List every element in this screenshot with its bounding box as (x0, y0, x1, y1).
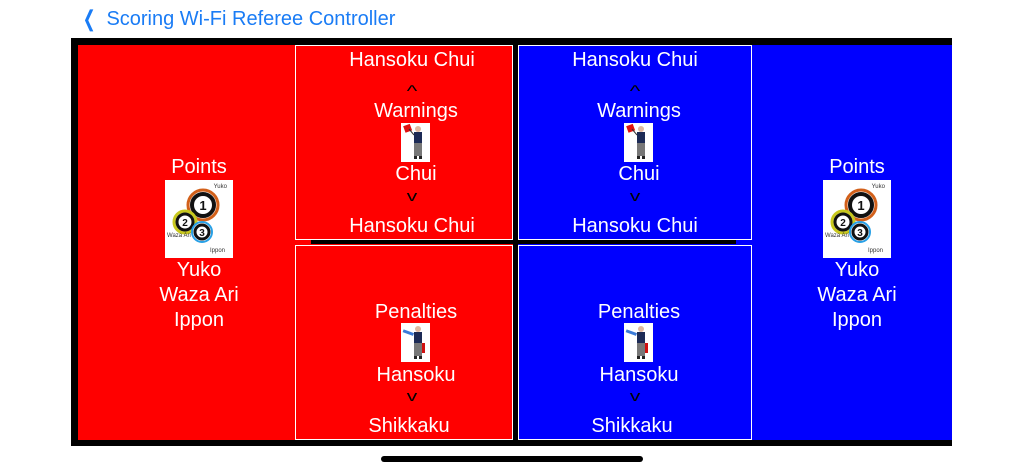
blue-warnings-current: Chui (618, 163, 660, 185)
blue-points-image: 1 2 3 Yuko Waza Ari Ippon (823, 180, 891, 258)
red-warnings-up-icon[interactable]: ^ (406, 83, 418, 100)
blue-warnings-down-icon[interactable]: v (629, 188, 641, 205)
red-points-line: Waza Ari (159, 284, 239, 306)
blue-points-title: Points (829, 156, 885, 178)
red-points-line: Yuko (176, 259, 222, 281)
blue-warnings-top[interactable]: Hansoku Chui (572, 49, 698, 71)
svg-text:Yuko: Yuko (872, 184, 886, 190)
red-penalties-title: Penalties (374, 301, 458, 323)
svg-text:2: 2 (182, 218, 188, 229)
back-button[interactable]: ❮ Scoring Wi-Fi Referee Controller (80, 6, 396, 32)
red-warnings-bottom[interactable]: Hansoku Chui (349, 215, 475, 237)
blue-points-line: Ippon (831, 309, 883, 331)
svg-text:Waza Ari: Waza Ari (167, 233, 191, 239)
svg-text:Ippon: Ippon (868, 248, 883, 254)
home-indicator[interactable] (381, 456, 643, 462)
red-divider (311, 240, 513, 244)
red-penalties-image (401, 323, 430, 362)
blue-penalties-bottom[interactable]: Shikkaku (591, 415, 673, 437)
blue-penalties-image (624, 323, 653, 362)
svg-text:Waza Ari: Waza Ari (825, 233, 849, 239)
red-points-image: 1 2 3 Yuko Waza Ari Ippon (165, 180, 233, 258)
blue-divider (518, 240, 736, 244)
red-penalties-down-icon[interactable]: v (406, 388, 418, 405)
red-points-line: Ippon (173, 309, 225, 331)
chevron-left-icon: ❮ (82, 6, 96, 31)
red-penalties-current: Hansoku (376, 364, 456, 386)
red-warnings-down-icon[interactable]: v (406, 188, 418, 205)
blue-points-line: Yuko (834, 259, 880, 281)
svg-text:2: 2 (840, 218, 846, 229)
blue-penalties-title: Penalties (597, 301, 681, 323)
svg-text:3: 3 (857, 228, 863, 239)
blue-points-line: Waza Ari (817, 284, 897, 306)
red-warnings-image (401, 123, 430, 162)
svg-text:3: 3 (199, 228, 205, 239)
blue-penalties-down-icon[interactable]: v (629, 388, 641, 405)
svg-text:1: 1 (199, 198, 206, 213)
red-warnings-top[interactable]: Hansoku Chui (349, 49, 475, 71)
blue-warnings-image (624, 123, 653, 162)
red-points-title: Points (171, 156, 227, 178)
blue-warnings-bottom[interactable]: Hansoku Chui (572, 215, 698, 237)
svg-text:1: 1 (857, 198, 864, 213)
blue-warnings-up-icon[interactable]: ^ (629, 83, 641, 100)
blue-penalties-current: Hansoku (599, 364, 679, 386)
blue-warnings-title: Warnings (597, 100, 681, 122)
back-label: Scoring Wi-Fi Referee Controller (106, 7, 396, 30)
red-penalties-bottom[interactable]: Shikkaku (368, 415, 450, 437)
svg-text:Yuko: Yuko (214, 184, 228, 190)
svg-text:Ippon: Ippon (210, 248, 225, 254)
red-warnings-title: Warnings (374, 100, 458, 122)
red-warnings-current: Chui (395, 163, 437, 185)
